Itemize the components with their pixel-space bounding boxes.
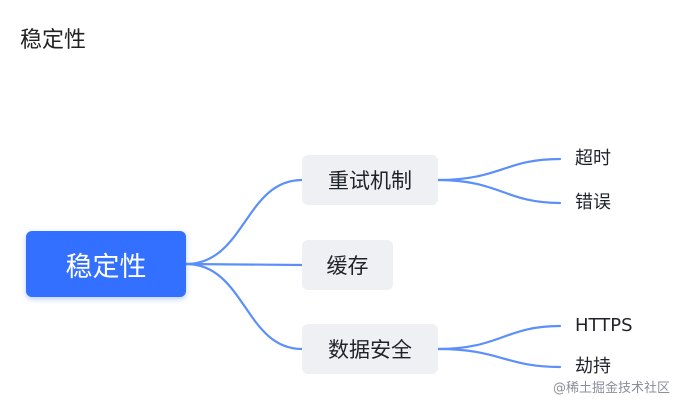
source-watermark: @稀土掘金技术社区 <box>552 381 670 396</box>
edge-root-cache <box>184 262 304 267</box>
edge-security-hijack <box>436 347 562 369</box>
edge-root-retry <box>184 178 304 266</box>
edge-retry-timeout <box>436 157 562 182</box>
page-title: 稳定性 <box>20 28 87 53</box>
leaf-node-https[interactable]: HTTPS <box>575 315 633 336</box>
edge-retry-error <box>436 178 562 205</box>
leaf-node-error[interactable]: 错误 <box>575 192 611 213</box>
mindmap-root-node[interactable]: 稳定性 <box>26 231 186 297</box>
branch-node-cache[interactable]: 缓存 <box>302 240 393 290</box>
edge-root-security <box>184 262 304 351</box>
branch-node-security[interactable]: 数据安全 <box>302 324 438 374</box>
leaf-node-timeout[interactable]: 超时 <box>575 148 611 169</box>
leaf-node-hijack[interactable]: 劫持 <box>575 356 611 377</box>
edge-security-https <box>436 324 562 351</box>
branch-node-retry[interactable]: 重试机制 <box>302 155 438 205</box>
